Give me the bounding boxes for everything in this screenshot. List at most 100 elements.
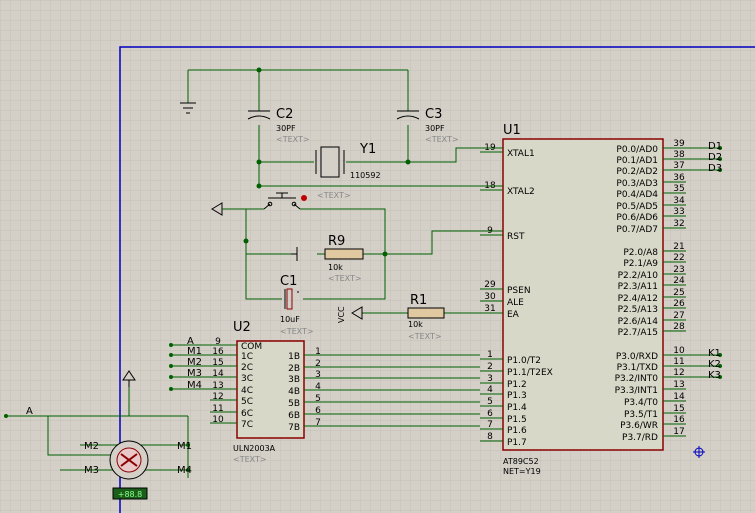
u2-input-net-label: M3 [187,368,202,379]
r1-tag: <TEXT> [408,332,442,341]
u2-pin-name: 7B [288,423,300,433]
u1-net: NET=Y19 [503,467,541,476]
u1-pin-number: 2 [487,362,493,372]
u2-pin-name: 1C [241,352,253,362]
u2-pin-name: 1B [288,352,300,362]
u1-pin-name: P2.1/A9 [623,259,658,269]
u1-pin-name: P1.5 [507,415,527,425]
u1-pin-name: P2.4/A12 [618,294,658,304]
switch-tag: <TEXT> [317,191,351,200]
u1-pin-number: 12 [673,368,684,378]
motor-readout-display [112,487,148,500]
u2-pin-number: 5 [315,394,321,404]
u1-pin-number: 33 [673,207,684,217]
u1-pin-name: P3.2/INT0 [615,374,659,384]
u1-body [502,138,664,451]
u2-pin-number: 2 [315,359,321,369]
r1-ref: R1 [410,293,427,308]
u1-pin-name: XTAL2 [507,187,535,197]
u1-pin-number: 11 [673,357,684,367]
motor-net-m2: M2 [84,441,99,452]
net-d2: D2 [708,152,722,163]
u1-pin-number: 14 [673,392,685,402]
u1-ref: U1 [503,123,521,138]
reset-network [211,192,503,320]
r9-tag: <TEXT> [328,274,362,283]
u1-pin-number: 25 [673,288,684,298]
u1-pin-number: 28 [673,322,685,332]
u2-input-net-label: M4 [187,380,202,391]
u1-pin-number: 26 [673,299,685,309]
motor-net-m3: M3 [84,465,99,476]
u1-pin-number: 8 [487,432,493,442]
u1-pin-name: P2.0/A8 [623,248,658,258]
u1-pin-name: P1.2 [507,380,527,390]
u1-pin-number: 22 [673,253,684,263]
pushbutton-icon [263,192,301,210]
u1-pin-number: 23 [673,265,684,275]
u2-ref: U2 [233,320,251,335]
u2-pin-name: 4B [288,387,300,397]
u1-pin-number: 35 [673,184,684,194]
u1-pin-name: P0.2/AD2 [616,167,658,177]
u2-pin-name: 2B [288,364,300,374]
u1-pin-name: EA [507,310,520,320]
port-net-stubs [686,146,722,458]
u1-pin-number: 10 [673,346,685,356]
u1-pin-number: 38 [673,150,685,160]
u1-pin-name: P1.7 [507,438,527,448]
c1-ref: C1 [280,274,297,289]
c3-tag: <TEXT> [425,135,459,144]
u1-pin-number: 5 [487,397,493,407]
motor-net-m4: M4 [177,465,192,476]
u1-pin-number: 4 [487,385,493,395]
u1-pin-number: 30 [484,292,496,302]
u1-pin-name: P0.5/AD5 [616,202,658,212]
c2-capacitor-icon [247,110,271,120]
u2-pin-name: 5B [288,399,300,409]
u2-pin-number: 16 [212,347,224,357]
u2-pin-name: 6B [288,411,300,421]
u2-pin-number: 6 [315,406,321,416]
net-d1: D1 [708,141,722,152]
u1-pin-name: P2.2/A10 [618,271,659,281]
stepper-motor[interactable]: +88.8 [4,370,190,500]
u1-pin-number: 27 [673,311,684,321]
u1-pin-number: 7 [487,420,493,430]
u1-pin-name: ALE [507,298,524,308]
u1-pin-number: 17 [673,427,684,437]
u2-pin-number: 4 [315,382,321,392]
u2-pin-number: 15 [212,358,223,368]
u1-pin-name: P0.6/AD6 [616,213,658,223]
u2-pin-number: 12 [212,392,223,402]
u1-pin-number: 3 [487,374,493,384]
u1-pin-name: P0.4/AD4 [616,190,658,200]
u1-pin-name: P3.0/RXD [616,352,658,362]
u1-part: AT89C52 [503,457,539,466]
u2-input-net-label: A [187,336,194,347]
u1-pin-name: P2.5/A13 [618,305,658,315]
u1-pin-name: P1.6 [507,426,527,436]
u2-pin-name: 7C [241,420,253,430]
u1-pin-name: P1.4 [507,403,527,413]
u1-pin-name: P1.0/T2 [507,356,541,366]
u1-pin-name: P3.6/WR [620,421,658,431]
u1-pin-name: P2.6/A14 [618,317,659,327]
motor-net-m1: M1 [177,441,192,452]
u1-pin-name: P3.5/T1 [624,410,658,420]
u2-pin-number: 10 [212,415,224,425]
u2-pin-name: 2C [241,363,253,373]
u2-pin-number: 1 [315,347,321,357]
u1-pin-name: P0.3/AD3 [616,179,658,189]
u1-pin-name: PSEN [507,286,531,296]
vcc-ea-arrow-icon [351,306,363,320]
u1-pin-name: P0.1/AD1 [616,156,658,166]
r9-resistor-icon [324,248,364,260]
u1-microcontroller[interactable]: U1 AT89C52 NET=Y19 19XTAL118XTAL29RST29P… [480,123,686,476]
c1-value: 10uF [280,315,300,324]
